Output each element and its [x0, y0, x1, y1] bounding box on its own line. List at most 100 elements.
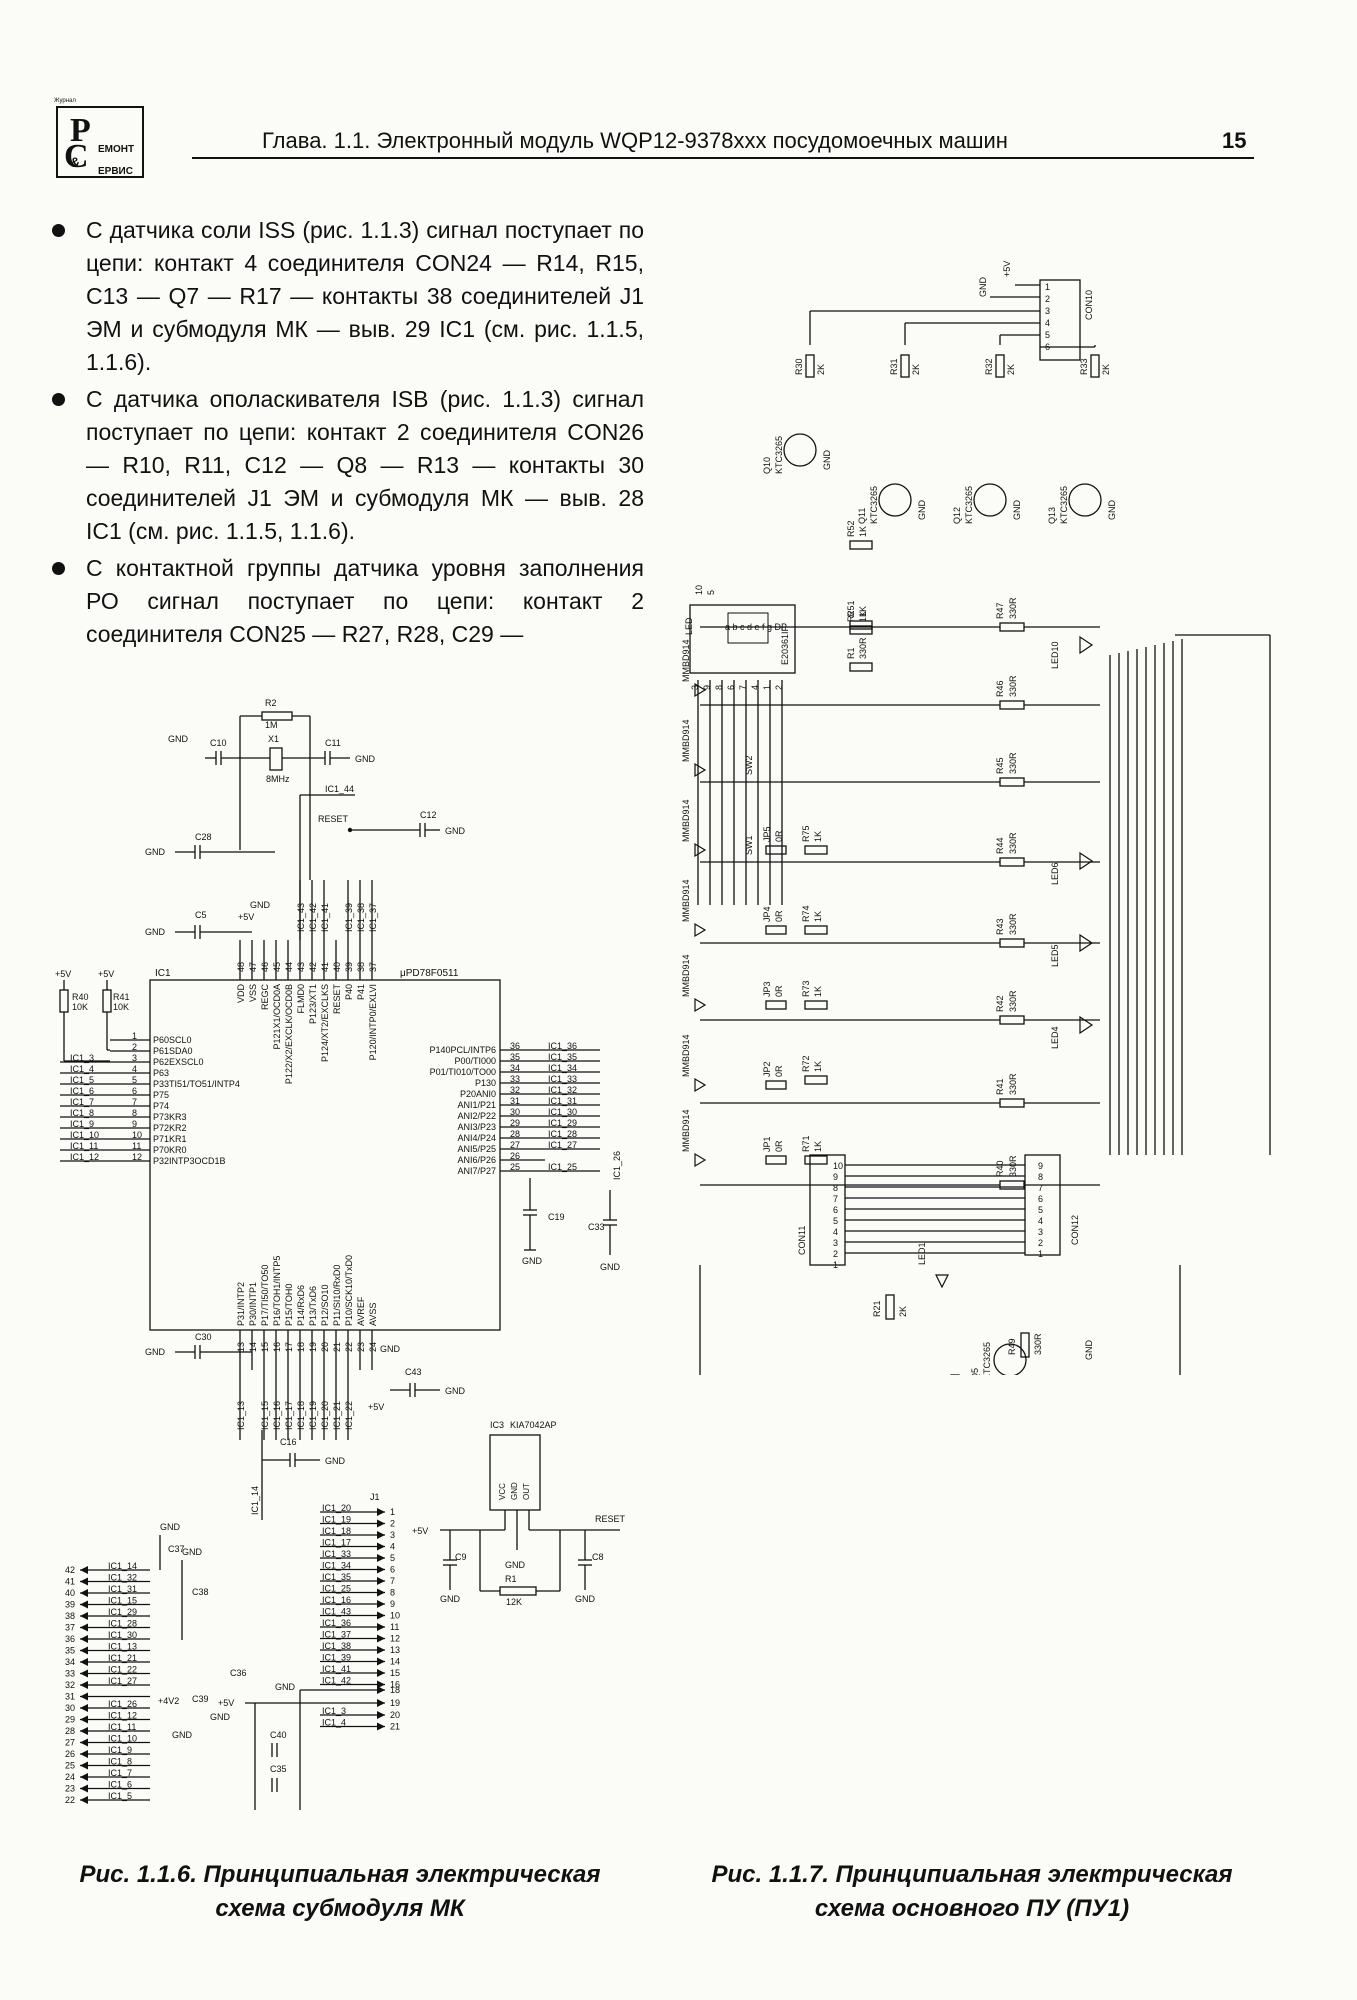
- display-digits: [727, 612, 769, 644]
- pin-number: 27: [510, 1140, 520, 1150]
- part-label: MMBD914: [681, 879, 691, 922]
- net-label: IC1_31: [548, 1096, 577, 1106]
- pin-name: VDD: [236, 984, 246, 1004]
- pin-number: 12: [132, 1152, 142, 1162]
- ref-label: LED4: [1050, 1026, 1060, 1049]
- bullet-dot: [52, 393, 65, 406]
- pin-name: OUT: [522, 1483, 531, 1500]
- ground-label: GND: [210, 1712, 231, 1722]
- net-label: IC1_33: [548, 1074, 577, 1084]
- net-label: IC1_36: [322, 1618, 351, 1628]
- net-label: IC1_38: [322, 1641, 351, 1651]
- ref-label: R47: [995, 602, 1005, 619]
- ref-label: R21: [872, 1300, 882, 1317]
- junction-dot: [347, 827, 353, 833]
- pin-name: AVREF: [356, 1296, 366, 1326]
- transistor-q11: [878, 483, 912, 517]
- resistor-r40: [59, 989, 69, 1013]
- pin-number: 37: [368, 962, 378, 972]
- part-label: KIA7042AP: [510, 1420, 557, 1430]
- pin-number: 1: [132, 1031, 137, 1041]
- net-label: IC1_12: [70, 1152, 99, 1162]
- value-label: 1K: [813, 911, 823, 922]
- ref-label: R2: [265, 698, 277, 708]
- ref-label: SW2: [744, 755, 754, 775]
- pin-number: 13: [236, 1342, 246, 1352]
- value-label: 330R: [1008, 913, 1018, 935]
- pin-number: 7: [833, 1194, 838, 1204]
- pin-number: 28: [510, 1129, 520, 1139]
- ref-label: SW1: [744, 835, 754, 855]
- arrow: [377, 1565, 385, 1574]
- pin-number: 41: [65, 1577, 75, 1587]
- net-label: IC1_13: [108, 1642, 137, 1652]
- pin-number: 8: [132, 1108, 137, 1118]
- value-label: 2K: [1101, 364, 1111, 375]
- net-label: IC1_9: [70, 1119, 94, 1129]
- resistor-r40: [999, 1180, 1025, 1190]
- net-label: IC1_32: [108, 1573, 137, 1583]
- net-label: IC1_20: [322, 1503, 351, 1513]
- net-label: IC1_28: [548, 1129, 577, 1139]
- pin-number: 48: [236, 962, 246, 972]
- pin-number: 23: [356, 1342, 366, 1352]
- pin-number: 16: [272, 1342, 282, 1352]
- net-label: IC1_21: [332, 1401, 342, 1430]
- ref-label: C37: [168, 1544, 185, 1554]
- value-label: 10K: [72, 1002, 88, 1012]
- value-label: 1K: [813, 986, 823, 997]
- diode-d23: [694, 997, 707, 1013]
- ic1-part: μPD78F0511: [400, 968, 459, 979]
- power-label: +5V: [1002, 261, 1012, 277]
- net-label: IC1_5: [108, 1791, 132, 1801]
- part-label: MMBD914: [681, 1109, 691, 1152]
- bullet-text: С датчика ополаскивателя ISB (рис. 1.1.3…: [86, 386, 644, 544]
- pin-number: 42: [308, 962, 318, 972]
- net-label: IC1_41: [322, 1664, 351, 1674]
- net-label: IC1_28: [108, 1619, 137, 1629]
- ground-label: GND: [1084, 1340, 1094, 1361]
- pin-number: 2: [132, 1042, 137, 1052]
- pin-number: 37: [65, 1623, 75, 1633]
- pin-number: 9: [1038, 1161, 1043, 1171]
- value-label: 1K: [813, 1141, 823, 1152]
- pin-number: 30: [65, 1703, 75, 1713]
- pin-number: 20: [390, 1710, 400, 1720]
- value-label: 2K: [816, 364, 826, 375]
- net-label: IC1_31: [108, 1584, 137, 1594]
- page-number: 15: [1222, 128, 1247, 153]
- ref-label: JP2: [762, 1061, 772, 1077]
- ref-label: R51: [846, 600, 856, 617]
- caption-line: Рис. 1.1.6. Принципиальная электрическая: [79, 1861, 601, 1888]
- value-label: 1K: [858, 526, 868, 537]
- jumper-jp3: [765, 1000, 787, 1010]
- ref-label: C33: [588, 1222, 605, 1232]
- ref-label: C43: [405, 1367, 422, 1377]
- pin-number: 22: [65, 1795, 75, 1805]
- ref-label: C35: [270, 1764, 287, 1774]
- net-label: IC1_38: [356, 903, 366, 932]
- ref-label: R75: [801, 825, 811, 842]
- pin-name: FLMD0: [296, 984, 306, 1014]
- bullet-dot: [52, 224, 65, 237]
- net-label: IC1_5: [70, 1075, 94, 1085]
- net-label: IC1_15: [108, 1596, 137, 1606]
- arrow: [377, 1588, 385, 1597]
- resistor-r2: [261, 711, 293, 721]
- pin-number: 4: [132, 1064, 137, 1074]
- arrow: [377, 1669, 385, 1677]
- pin-number: 39: [65, 1600, 75, 1610]
- pin-number: 16: [390, 1680, 400, 1690]
- pin-number: 30: [510, 1107, 520, 1117]
- journal-logo: Журнал Р С & ЕМОНТ ЕРВИС: [52, 98, 144, 178]
- part-label: KTC3265: [1059, 486, 1069, 524]
- schematic-main-control-panel: CON10123456+5VGNDR302KR312KR322KR332KQ10…: [681, 261, 1271, 1375]
- diode-d11: [694, 762, 707, 778]
- pin-number: 8: [390, 1588, 395, 1598]
- pin-number: 7: [1038, 1183, 1043, 1193]
- arrow: [377, 1542, 385, 1551]
- net-label: IC1_8: [70, 1108, 94, 1118]
- resistor-r72: [804, 1075, 828, 1085]
- figure-caption-left: Рис. 1.1.6. Принципиальная электрическая…: [40, 1858, 640, 1926]
- pin-name: P130: [475, 1078, 496, 1088]
